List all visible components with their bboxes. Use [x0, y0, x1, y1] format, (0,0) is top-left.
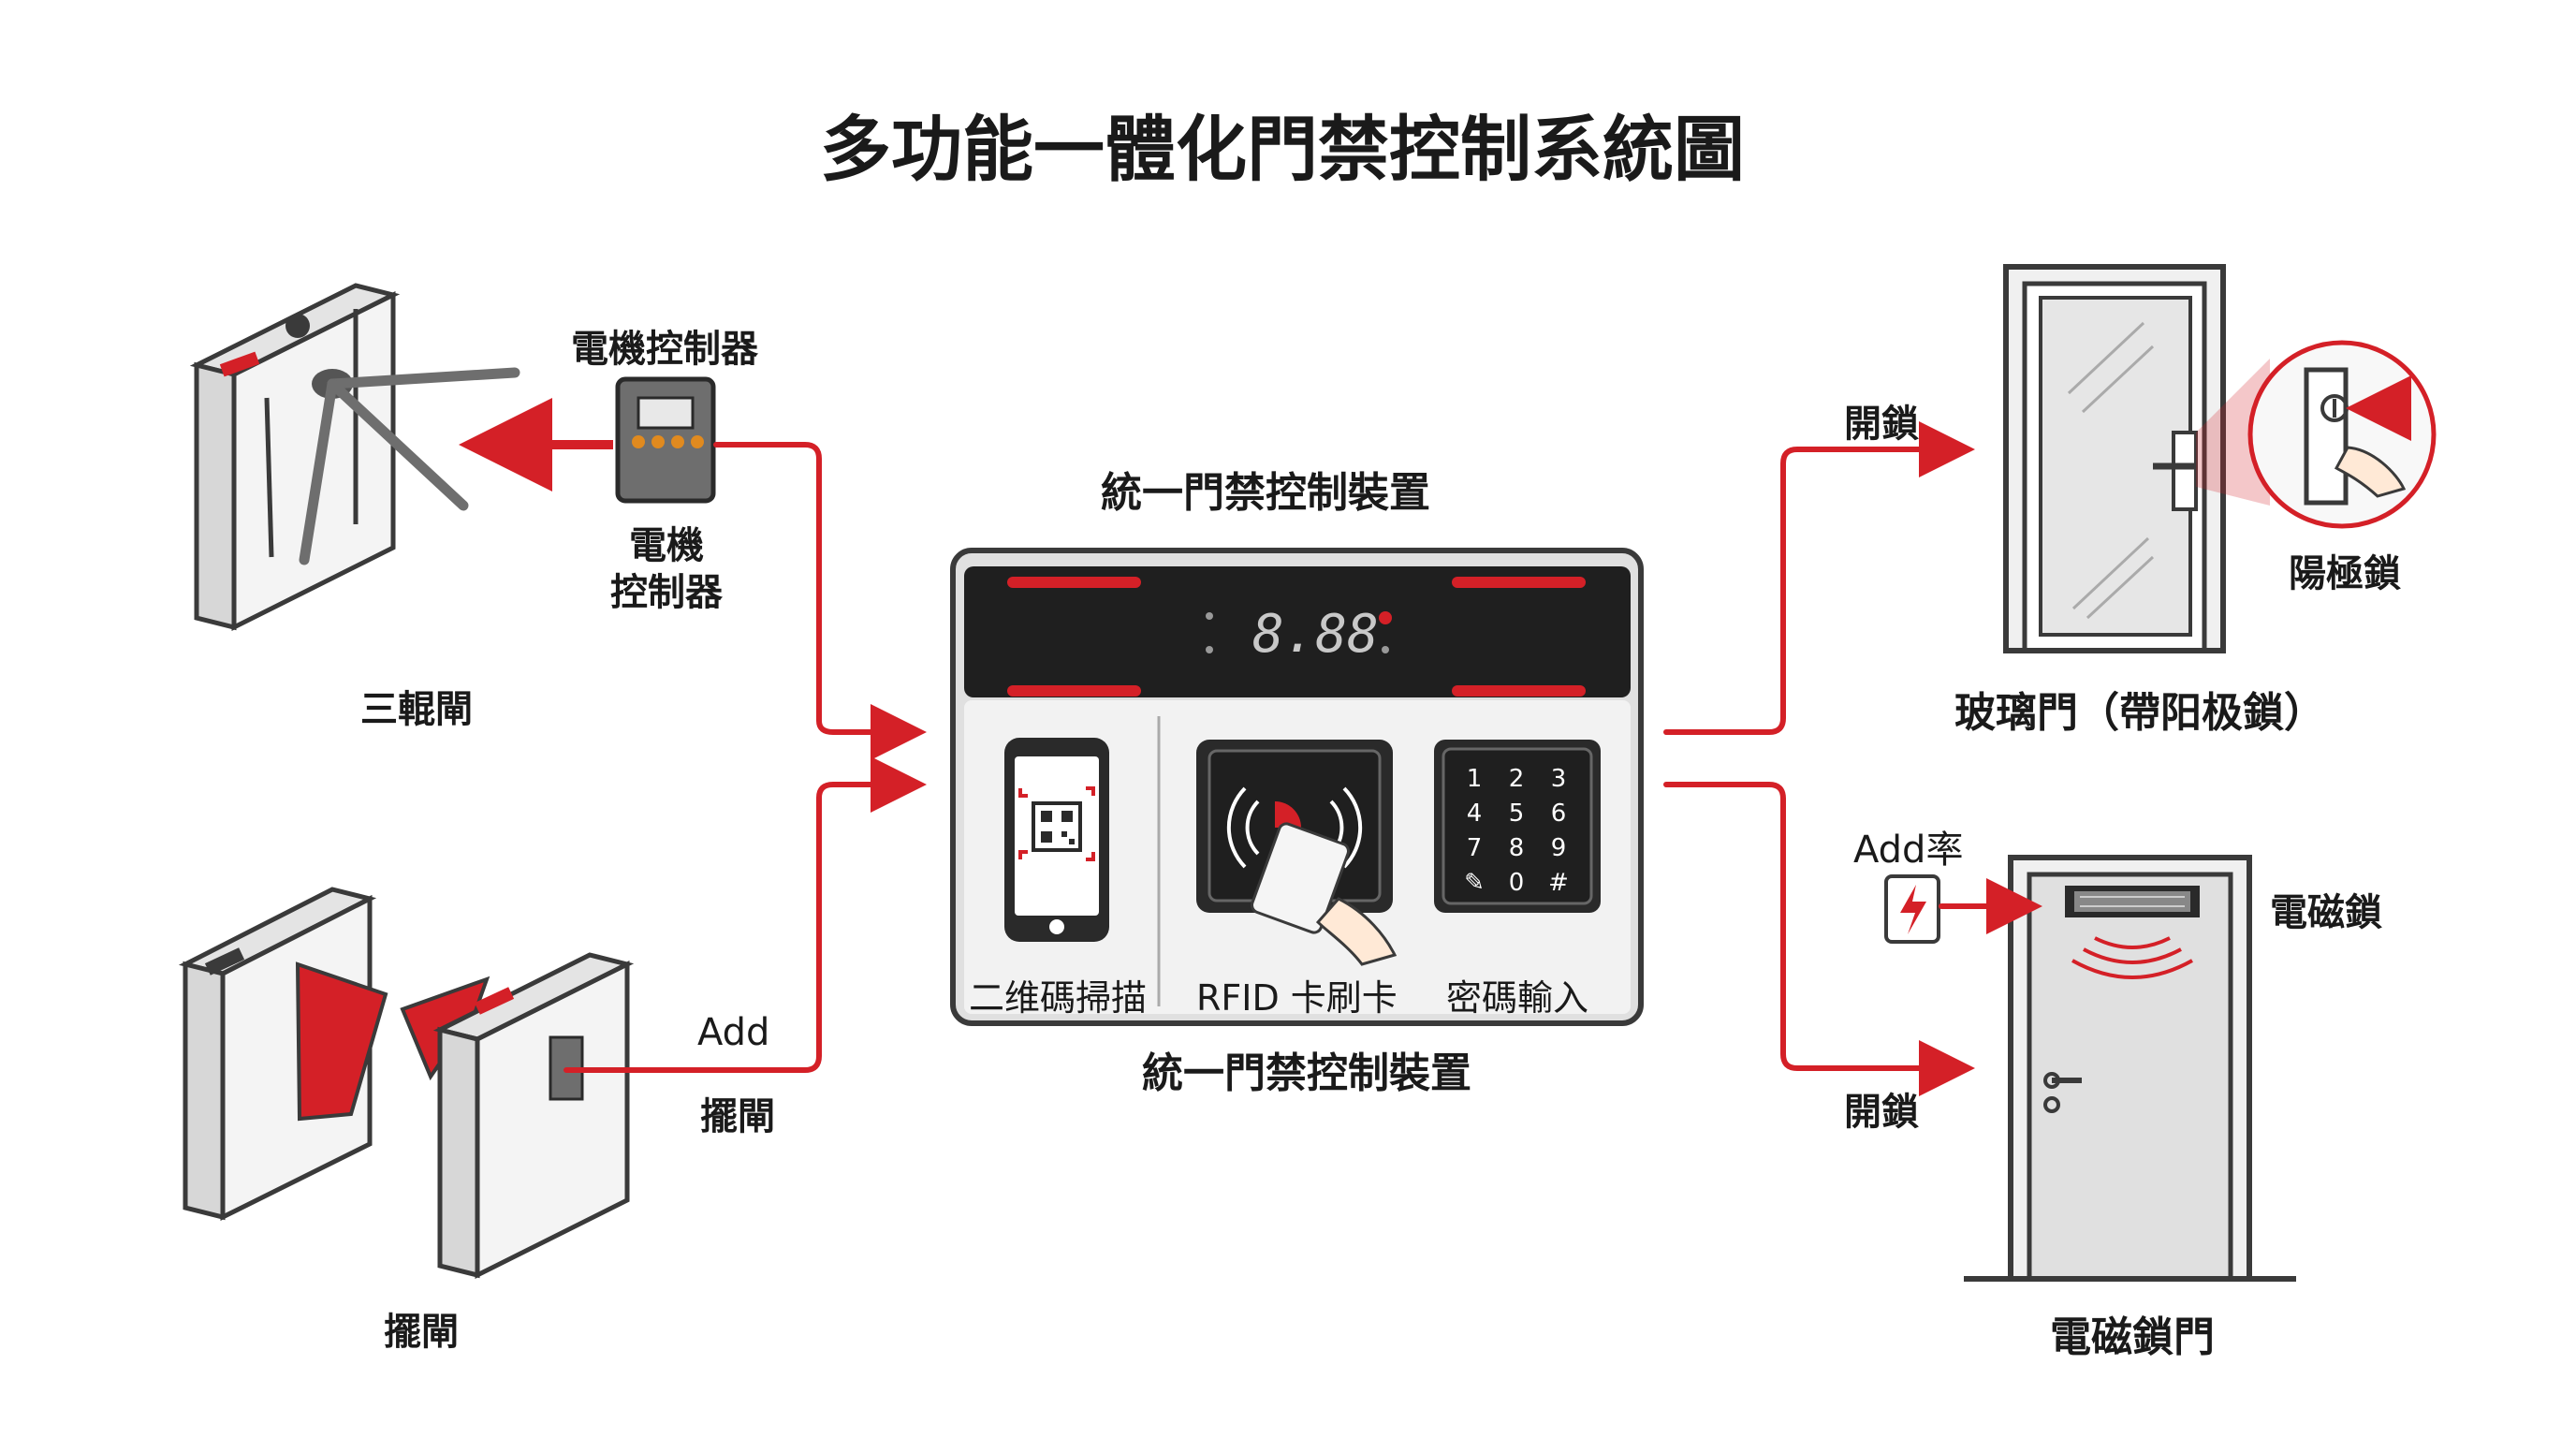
swing-label: 擺閘: [384, 1301, 459, 1356]
power-supply-icon: [1886, 876, 1939, 942]
mag-door-arrow-label: 開鎖: [1844, 1081, 1919, 1136]
keypad-key: 4: [1467, 800, 1483, 828]
magnetic-lock-door-icon: [1964, 858, 2296, 1279]
keypad-key: #: [1548, 869, 1569, 897]
tripod-label: 三輥閘: [360, 679, 473, 733]
magnetic-lock-label: 電磁鎖: [2270, 882, 2382, 936]
motor-controller-icon: [618, 379, 713, 501]
keypad-key: 2: [1509, 765, 1525, 793]
power-supply-label: Add率: [1853, 819, 1963, 873]
glass-door-label: 玻璃門（帶阳极鎖）: [1954, 679, 2325, 739]
swing-arrow-label-2: 擺閘: [700, 1086, 775, 1140]
keypad-label: 密碼輸入: [1446, 969, 1588, 1020]
keypad-key: 3: [1551, 765, 1567, 793]
tripod-turnstile-icon: [197, 286, 515, 627]
keypad-key: 0: [1509, 869, 1525, 897]
mag-door-label: 電磁鎖門: [2050, 1303, 2215, 1363]
swing-arrow-label-1: Add: [697, 1011, 769, 1054]
keypad-key: 5: [1509, 800, 1525, 828]
qr-scan-label: 二维碼掃描: [969, 969, 1147, 1020]
keypad-key: 8: [1509, 834, 1525, 862]
controller-display: 8.88: [1252, 604, 1379, 665]
keypad-key: 9: [1551, 834, 1567, 862]
rfid-label: RFID 卡刷卡: [1196, 969, 1398, 1020]
controller-label-top: 統一門禁控制裝置: [1101, 459, 1430, 519]
keypad-key: 7: [1467, 834, 1483, 862]
keypad-key: 6: [1551, 800, 1567, 828]
motor-controller-label-bottom-2: 控制器: [610, 562, 723, 616]
motor-controller-label-top: 電機控制器: [571, 318, 758, 373]
anode-lock-detail-icon: [2250, 343, 2434, 526]
glass-door-icon: [2006, 267, 2270, 651]
controller-label-bottom: 統一門禁控制裝置: [1142, 1039, 1471, 1099]
keypad-key: ✎: [1464, 869, 1485, 897]
keypad-key: 1: [1467, 765, 1483, 793]
swing-barrier-icon: [185, 889, 627, 1275]
anode-lock-label: 陽極鎖: [2289, 543, 2401, 597]
glass-door-arrow-label: 開鎖: [1844, 393, 1919, 448]
